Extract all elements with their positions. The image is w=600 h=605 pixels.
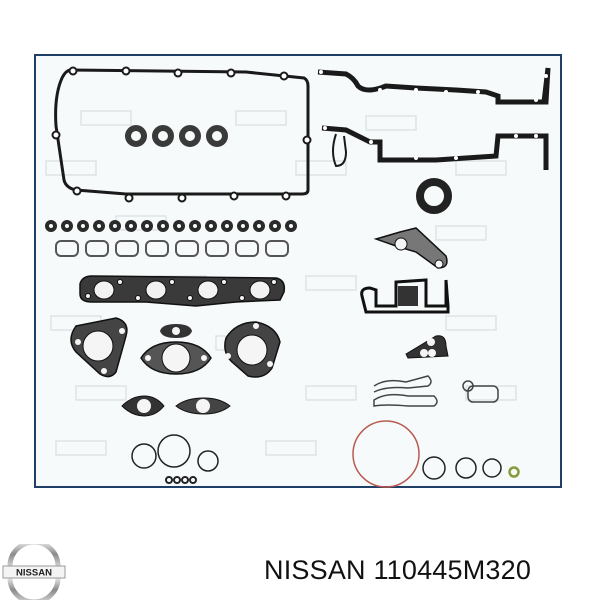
product-image-frame (34, 54, 562, 488)
timing-cover-gaskets (317, 67, 551, 170)
exhaust-manifold-gasket (79, 275, 286, 307)
nissan-logo: NISSAN (2, 539, 66, 605)
brand-name: NISSAN (264, 555, 366, 585)
orings-right (422, 456, 520, 480)
logo-text: NISSAN (16, 568, 52, 579)
nissan-logo-icon: NISSAN (2, 539, 66, 605)
valve-stem-seals (45, 220, 297, 232)
orings-left (131, 434, 219, 484)
intake-port-seals (55, 240, 289, 257)
hose-seals (373, 375, 499, 407)
small-flange-gaskets (121, 395, 231, 417)
product-caption: NISSAN 110445M320 (264, 555, 531, 586)
bracket-gaskets (360, 227, 450, 359)
crankshaft-seal (416, 178, 452, 214)
gasket-set-illustration (45, 66, 551, 488)
valve-cover-gasket (51, 66, 312, 203)
large-oring (352, 420, 420, 488)
spark-plug-seals (125, 125, 228, 147)
turbo-flange-gaskets (70, 317, 281, 378)
part-number: 110445M320 (373, 555, 532, 585)
timing-cover-bolt-holes (319, 70, 548, 160)
